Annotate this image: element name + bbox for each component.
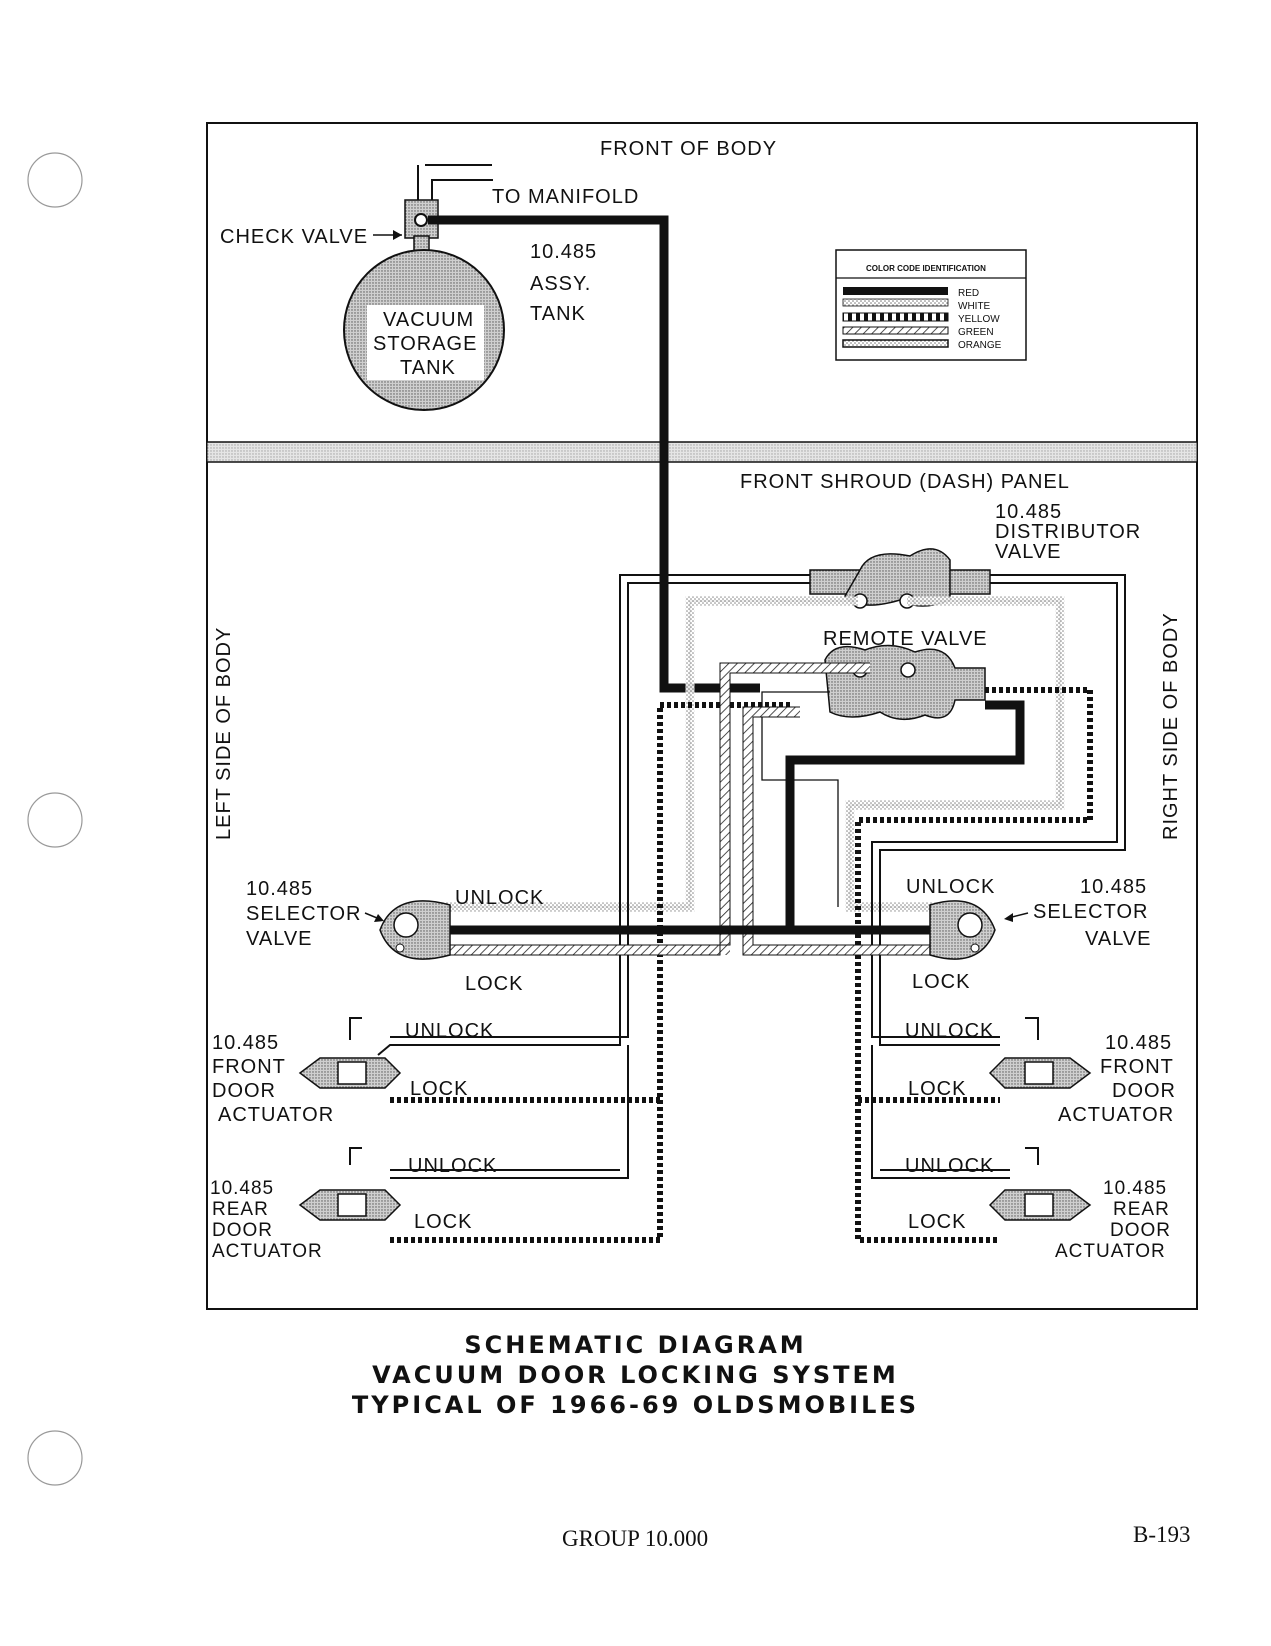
left-rear-door-actuator bbox=[298, 1147, 402, 1221]
remote-valve-label: REMOTE VALVE bbox=[823, 628, 988, 650]
right-front-unlock: UNLOCK bbox=[905, 1020, 994, 1042]
left-rear-lock: LOCK bbox=[414, 1211, 472, 1233]
left-selector-code: 10.485 bbox=[246, 878, 313, 900]
left-front-door-actuator bbox=[298, 1017, 402, 1089]
left-selector-unlock: UNLOCK bbox=[455, 887, 544, 909]
right-selector-word: SELECTOR bbox=[1033, 901, 1148, 923]
left-selector-valve bbox=[379, 900, 451, 960]
right-selector-unlock: UNLOCK bbox=[906, 876, 995, 898]
right-selector-code: 10.485 bbox=[1080, 876, 1147, 898]
left-front-word: FRONT bbox=[212, 1056, 286, 1078]
right-selector-valve bbox=[929, 900, 996, 960]
caption-line-2: VACUUM DOOR LOCKING SYSTEM bbox=[372, 1361, 899, 1389]
caption-line-3: TYPICAL OF 1966-69 OLDSMOBILES bbox=[351, 1391, 920, 1419]
right-rear-lock: LOCK bbox=[908, 1211, 966, 1233]
left-front-lock: LOCK bbox=[410, 1078, 468, 1100]
left-rear-code: 10.485 bbox=[210, 1178, 274, 1199]
right-front-door-word: DOOR bbox=[1112, 1080, 1176, 1102]
left-rear-door-word: DOOR bbox=[212, 1220, 273, 1241]
red-supply-line bbox=[428, 215, 760, 693]
check-valve-label: CHECK VALVE bbox=[220, 226, 368, 248]
legend-orange: ORANGE bbox=[958, 340, 1002, 351]
right-selector-lock: LOCK bbox=[912, 971, 970, 993]
left-front-door-word: DOOR bbox=[212, 1080, 276, 1102]
right-selector-valve-word: VALVE bbox=[1085, 928, 1152, 950]
green-lines bbox=[440, 663, 940, 955]
remote-valve bbox=[824, 644, 986, 721]
right-front-word: FRONT bbox=[1100, 1056, 1174, 1078]
right-front-actuator-word: ACTUATOR bbox=[1058, 1104, 1174, 1126]
left-selector-word: SELECTOR bbox=[246, 903, 361, 925]
right-rear-door-actuator bbox=[988, 1147, 1092, 1221]
page-number: B-193 bbox=[1133, 1522, 1191, 1547]
dash-panel-band bbox=[207, 442, 1197, 462]
right-rear-unlock: UNLOCK bbox=[905, 1155, 994, 1177]
caption-line-1: SCHEMATIC DIAGRAM bbox=[464, 1331, 807, 1359]
left-rear-actuator-word: ACTUATOR bbox=[212, 1241, 323, 1262]
front-of-body-label: FRONT OF BODY bbox=[600, 138, 777, 160]
left-side-label: LEFT SIDE OF BODY bbox=[213, 627, 235, 840]
to-manifold-label: TO MANIFOLD bbox=[492, 186, 639, 208]
right-rear-word: REAR bbox=[1113, 1199, 1170, 1220]
left-selector-lock: LOCK bbox=[465, 973, 523, 995]
right-front-lock: LOCK bbox=[908, 1078, 966, 1100]
manifold-line bbox=[417, 165, 493, 204]
left-selector-valve-word: VALVE bbox=[246, 928, 313, 950]
legend-red: RED bbox=[958, 288, 979, 299]
left-front-actuator-word: ACTUATOR bbox=[218, 1104, 334, 1126]
color-code-legend bbox=[835, 249, 1027, 361]
distributor-valve-word-label: VALVE bbox=[995, 541, 1062, 563]
right-side-label: RIGHT SIDE OF BODY bbox=[1160, 612, 1182, 840]
group-number: GROUP 10.000 bbox=[562, 1526, 709, 1551]
left-front-unlock: UNLOCK bbox=[405, 1020, 494, 1042]
right-rear-door-word: DOOR bbox=[1110, 1220, 1171, 1241]
right-rear-code: 10.485 bbox=[1103, 1178, 1167, 1199]
legend-green: GREEN bbox=[958, 327, 994, 338]
tank-assy-label: ASSY. bbox=[530, 273, 591, 295]
tank-word-label: TANK bbox=[530, 303, 586, 325]
legend-white: WHITE bbox=[958, 301, 991, 312]
right-front-code: 10.485 bbox=[1105, 1032, 1172, 1054]
diagram-frame bbox=[206, 122, 1198, 1310]
distributor-word-label: DISTRIBUTOR bbox=[995, 521, 1141, 543]
distributor-code-label: 10.485 bbox=[995, 501, 1062, 523]
left-rear-unlock: UNLOCK bbox=[408, 1155, 497, 1177]
left-rear-word: REAR bbox=[212, 1199, 269, 1220]
legend-title: COLOR CODE IDENTIFICATION bbox=[866, 264, 986, 273]
right-rear-actuator-word: ACTUATOR bbox=[1055, 1241, 1166, 1262]
orange-lines bbox=[377, 574, 1126, 1179]
front-shroud-label: FRONT SHROUD (DASH) PANEL bbox=[740, 471, 1070, 493]
legend-yellow: YELLOW bbox=[958, 314, 1000, 325]
right-front-door-actuator bbox=[988, 1017, 1092, 1089]
vacuum-label: VACUUM bbox=[383, 309, 474, 331]
left-front-code: 10.485 bbox=[212, 1032, 279, 1054]
tank-code-label: 10.485 bbox=[530, 241, 597, 263]
tank-label: TANK bbox=[400, 357, 456, 379]
caption: SCHEMATIC DIAGRAM VACUUM DOOR LOCKING SY… bbox=[0, 1330, 1271, 1420]
storage-label: STORAGE bbox=[373, 333, 477, 355]
